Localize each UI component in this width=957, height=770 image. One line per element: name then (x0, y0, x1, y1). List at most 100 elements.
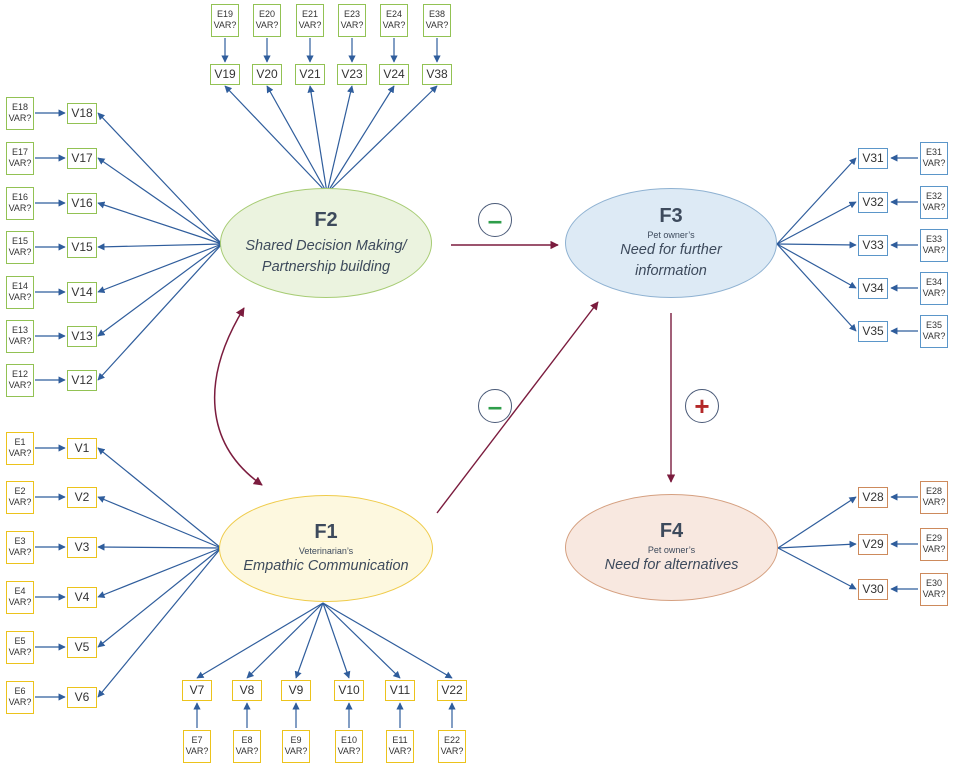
covariance-F2-F1 (213, 307, 263, 486)
factor-F3-owner: Pet owner’s (647, 230, 695, 241)
loading-arrow (776, 157, 857, 245)
indicator-box: V24 (379, 63, 409, 85)
error-variance-label: VAR? (235, 746, 259, 756)
loading-arrow (97, 243, 223, 381)
loading-arrow (322, 602, 453, 679)
error-variance-label: VAR? (8, 203, 32, 213)
error-term-label: E33 (925, 233, 942, 244)
indicator-label: V30 (862, 582, 884, 596)
error-term-label: E17 (11, 146, 28, 157)
indicator-box: V1 (67, 437, 97, 459)
indicator-label: V14 (71, 285, 93, 299)
error-term-label: E29 (925, 532, 942, 543)
error-term-label: E13 (11, 324, 28, 335)
indicator-label: V11 (389, 683, 411, 697)
loading-arrow (97, 447, 222, 549)
indicator-label: V12 (71, 373, 93, 387)
factor-F3-desc-line2: information (635, 262, 707, 279)
error-variance-label: VAR? (440, 746, 464, 756)
error-term-label: E4 (14, 585, 26, 596)
indicator-box: V23 (337, 63, 367, 85)
error-variance-label: VAR? (8, 247, 32, 257)
factor-F4-name: F4 (659, 519, 684, 542)
error-term-label: E14 (11, 280, 28, 291)
error-term-label: E11 (392, 734, 408, 745)
loading-arrow (776, 243, 857, 289)
loading-arrow (776, 241, 857, 249)
factor-F4-desc-line1: Need for alternatives (604, 556, 739, 573)
error-term-label: E5 (14, 635, 26, 646)
error-term-label: E21 (301, 8, 318, 19)
loading-arrow (776, 243, 857, 332)
error-term-label: E18 (11, 101, 28, 112)
error-variance-label: VAR? (337, 746, 361, 756)
indicator-label: V8 (239, 683, 255, 697)
indicator-box: V31 (858, 147, 888, 169)
indicator-label: V20 (256, 67, 278, 81)
error-variance-label: VAR? (213, 20, 237, 30)
loading-arrow (97, 243, 223, 251)
loading-arrow (97, 201, 223, 245)
loading-arrow (777, 496, 857, 549)
loading-arrow (97, 112, 223, 245)
indicator-box: V12 (67, 369, 97, 391)
error-term-label: E6 (14, 685, 26, 696)
error-variance-label: VAR? (298, 20, 322, 30)
indicator-label: V28 (862, 490, 884, 504)
factor-F3-desc-line1: Need for further (620, 242, 722, 259)
sign-F2-F3: – (478, 203, 512, 237)
indicator-box: V8 (232, 679, 262, 701)
factor-F3-name: F3 (659, 205, 683, 228)
error-variance-label: VAR? (8, 292, 32, 302)
error-term-label: E10 (340, 734, 357, 745)
error-term-label: E7 (191, 734, 203, 745)
factor-F3-ellipse: F3 Pet owner’s Need for further informat… (565, 188, 777, 298)
loading-arrow (326, 85, 395, 194)
indicator-box: V35 (858, 320, 888, 342)
loading-arrow (776, 201, 857, 245)
indicator-box: V21 (295, 63, 325, 85)
indicator-box: V19 (210, 63, 240, 85)
indicator-label: V33 (862, 238, 884, 252)
sign-F3-F4: + (685, 389, 719, 423)
error-term-label: E23 (343, 8, 360, 19)
error-term-label: E15 (11, 235, 28, 246)
error-variance-label: VAR? (382, 20, 406, 30)
indicator-label: V35 (862, 324, 884, 338)
indicator-box: V34 (858, 277, 888, 299)
indicator-label: V21 (299, 67, 321, 81)
error-variance-label: VAR? (255, 20, 279, 30)
error-term-label: E38 (428, 8, 445, 19)
error-term-label: E28 (925, 485, 942, 496)
loading-arrow (97, 243, 223, 337)
factor-F1-ellipse: F1 Veterinarian’s Empathic Communication (219, 495, 433, 602)
indicator-label: V10 (338, 683, 360, 697)
indicator-box: V2 (67, 486, 97, 508)
indicator-box: V18 (67, 102, 97, 124)
loading-arrow (777, 540, 857, 549)
error-variance-label: VAR? (8, 597, 32, 607)
error-term-label: E2 (14, 485, 26, 496)
factor-F2-name: F2 (314, 209, 338, 232)
indicator-label: V31 (862, 151, 884, 165)
loading-arrow (307, 85, 328, 194)
factor-F4-owner: Pet owner’s (647, 544, 696, 555)
error-variance-label: VAR? (284, 746, 308, 756)
